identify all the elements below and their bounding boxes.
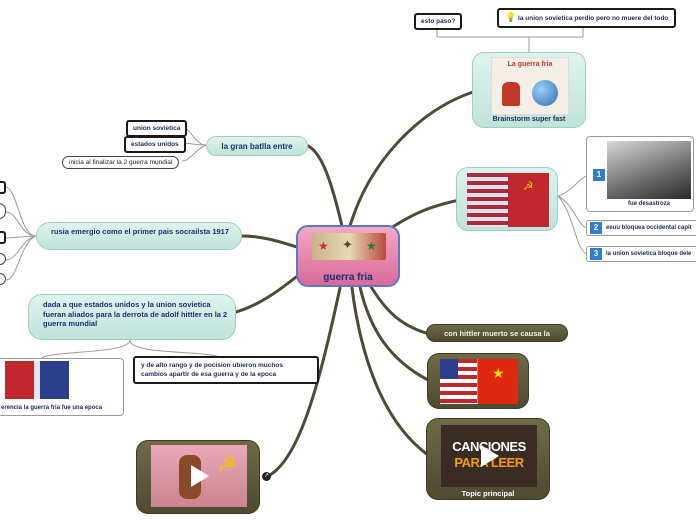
branch-rusia [240, 234, 302, 250]
star-icon: ★ [366, 239, 377, 253]
figure-icon [502, 82, 520, 106]
list-item-2[interactable]: 2 eeuu bloquea occidental capit [586, 220, 696, 236]
link-icon[interactable]: ↗ [262, 472, 271, 481]
cartoon-video[interactable]: ☭ [151, 445, 247, 507]
eagle-icon: ✦ [342, 237, 353, 252]
branch-hittler [368, 283, 428, 335]
este-paso-tag[interactable]: esto paso? [414, 13, 463, 30]
usa-china-flags: ★ [440, 359, 518, 404]
list-item-3[interactable]: 3 la union sovietica bloque dele [586, 246, 696, 262]
central-node[interactable]: ★ ✦ ★ guerra fria [296, 225, 400, 287]
left-stub-1[interactable] [0, 181, 6, 194]
branch-brainstorm [348, 90, 475, 228]
sickle-icon: ☭ [217, 451, 237, 476]
branch-canciones [350, 286, 430, 457]
branch-dada [234, 268, 307, 314]
brainstorm-image: La guerra fria [491, 57, 569, 115]
trade-war-card[interactable]: erencia la guerra fria fue una epoca [0, 358, 124, 416]
photo-item-1[interactable]: 1 fue desastroza [586, 136, 694, 212]
video-node[interactable]: ☭ [136, 440, 260, 514]
play-icon[interactable] [481, 445, 499, 467]
left-stub-3[interactable] [0, 231, 6, 244]
rusia-node[interactable]: rusia emergio como el primer pais socrai… [36, 222, 242, 250]
inicia-note[interactable]: inicia al finalizar la 2 guerra mundial [62, 156, 180, 169]
flags-gloves-image [5, 361, 69, 399]
branch-gran-batlla [304, 143, 344, 228]
hittler-node[interactable]: con hittler muerto se causa la [426, 324, 568, 342]
canciones-video[interactable]: CANCIONES PARA LEER [441, 425, 537, 487]
hammer-sickle-icon: ☭ [523, 179, 534, 193]
branch-usa-china [358, 285, 430, 382]
branch-video [266, 286, 342, 478]
war-photo [607, 141, 691, 199]
usa-china-node[interactable]: ★ [427, 353, 529, 409]
lightbulb-icon: 💡 [505, 12, 517, 22]
flags-image: ☭ [467, 173, 549, 227]
estados-unidos-tag[interactable]: estados unidos [124, 136, 186, 153]
canciones-node[interactable]: CANCIONES PARA LEER Topic principal [426, 418, 550, 500]
globe-icon [532, 80, 558, 106]
central-title: guerra fria [323, 272, 373, 283]
union-sovietica-tag[interactable]: union sovietica [126, 120, 188, 137]
bulb-tag[interactable]: 💡 la union sovietica perdio pero no muer… [497, 8, 677, 28]
brainstorm-node[interactable]: La guerra fria Brainstorm super fast [472, 52, 586, 128]
play-icon[interactable] [191, 465, 209, 487]
star-icon: ★ [318, 239, 329, 253]
gran-batlla-node[interactable]: la gran batlla entre [206, 136, 308, 156]
central-image: ★ ✦ ★ [312, 233, 386, 260]
star-icon: ★ [492, 365, 505, 381]
dada-node[interactable]: dada a que estados unidos y la union sov… [28, 294, 236, 340]
flags-node[interactable]: ☭ [456, 167, 558, 231]
alto-rango-tag[interactable]: y de alto rango y de pocision ubieron mu… [133, 356, 319, 384]
